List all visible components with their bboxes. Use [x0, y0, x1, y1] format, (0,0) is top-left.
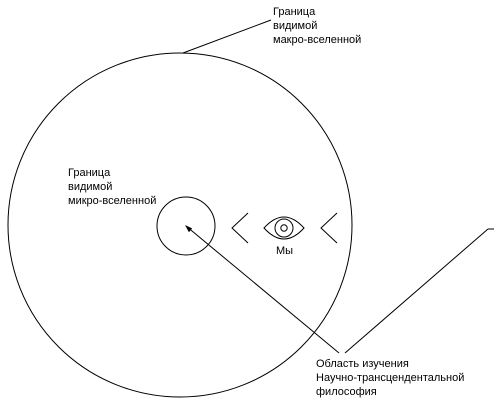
macro-label-line-1: Граница: [273, 6, 316, 18]
micro-label-line-3: микро-вселенной: [68, 195, 157, 207]
micro-label-line-2: видимой: [68, 181, 113, 193]
micro-universe-circle: [156, 196, 216, 256]
chevron-left-icon: [231, 212, 249, 244]
micro-universe-label: Граница видимой микро-вселенной: [68, 166, 156, 208]
eye-icon: [263, 216, 305, 240]
study-arrow-head: [185, 225, 193, 233]
study-boundary-line: [344, 228, 489, 354]
observer-label: Мы: [276, 245, 294, 257]
study-label-line-3: философия: [316, 386, 377, 398]
study-area-label: Область изучения Научно-трансцендентальн…: [316, 357, 464, 399]
study-label-line-2: Научно-трансцендентальной: [316, 372, 465, 384]
chevron-left-icon-2: [320, 212, 338, 244]
study-arrow-line: [185, 225, 340, 354]
micro-label-line-1: Граница: [68, 167, 111, 179]
study-label-line-1: Область изучения: [316, 358, 409, 370]
macro-label-line-3: макро-вселенной: [273, 34, 362, 46]
macro-label-line-2: видимой: [273, 20, 318, 32]
macro-universe-circle: [7, 52, 353, 398]
macro-universe-label: Граница видимой макро-вселенной: [273, 5, 361, 47]
macro-label-leader-line: [182, 19, 272, 54]
